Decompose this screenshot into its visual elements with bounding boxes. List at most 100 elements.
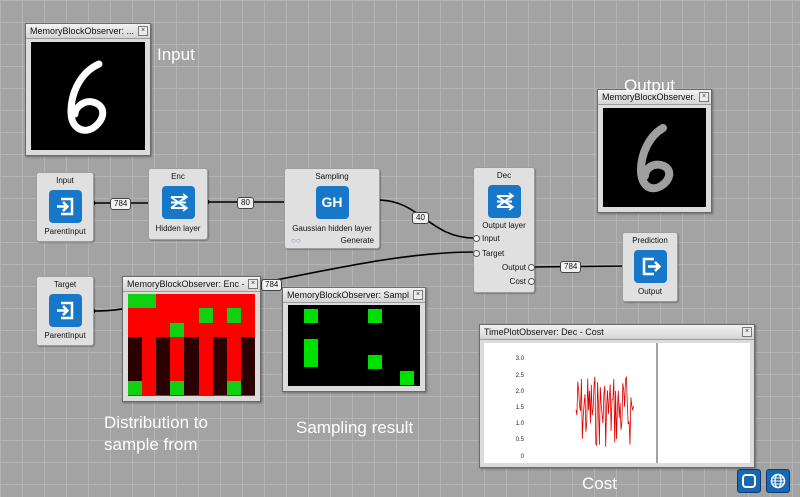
node-dec[interactable]: Dec Output layer Input Target Output Cos… [473, 167, 535, 293]
enc-cell [156, 351, 171, 367]
enc-cell [226, 351, 242, 367]
node-label: ParentInput [44, 331, 86, 340]
caption-output: Output [624, 76, 676, 95]
enc-cell [184, 322, 200, 338]
node-title: Sampling [315, 172, 349, 181]
close-icon[interactable]: × [413, 290, 423, 300]
edge-label-dec-prediction: 784 [560, 261, 582, 273]
sampling-result-grid [288, 305, 420, 386]
y-tick: 2.5 [516, 373, 525, 379]
enc-cell [212, 322, 228, 338]
enc-cell [212, 294, 228, 309]
y-tick: 2.0 [516, 389, 525, 395]
window-title: TimePlotObserver: Dec - Cost [484, 327, 604, 337]
caption-input: Input [157, 45, 195, 64]
sampling-observer-window[interactable]: MemoryBlockObserver: Sampli... × [282, 287, 426, 392]
input-image [31, 42, 145, 150]
enc-cell [142, 308, 157, 324]
node-title: Input [56, 176, 74, 185]
window-title: MemoryBlockObserver: Enc - ... [127, 279, 244, 289]
close-icon[interactable]: × [742, 327, 752, 337]
enc-cell [156, 308, 171, 324]
node-label: Output layer [482, 221, 526, 230]
port-input[interactable]: Input [473, 234, 500, 243]
enc-cell [198, 308, 214, 324]
generate-label: Generate [340, 236, 374, 245]
port-target[interactable]: Target [473, 249, 504, 258]
close-icon[interactable]: × [699, 92, 709, 102]
parent-input-icon [48, 190, 82, 223]
window-titlebar[interactable]: MemoryBlockObserver: ... × [26, 24, 150, 39]
enc-cell [212, 308, 228, 324]
enc-cell [142, 294, 157, 309]
node-prediction[interactable]: Prediction Output [622, 232, 678, 302]
enc-cell [170, 351, 185, 367]
node-enc[interactable]: Enc Hidden layer [148, 168, 208, 240]
window-titlebar[interactable]: MemoryBlockObserver: Sampli... × [283, 288, 425, 303]
enc-cell [198, 294, 214, 309]
enc-cell [198, 337, 214, 353]
node-label: Hidden layer [155, 224, 201, 233]
parent-input-icon [48, 294, 82, 327]
enc-cell [198, 366, 214, 382]
enc-cell [240, 351, 255, 367]
enc-cell [240, 322, 255, 338]
enc-cell [156, 380, 171, 396]
globe-button[interactable] [766, 469, 790, 493]
enc-cell [212, 366, 228, 382]
close-icon[interactable]: × [248, 279, 258, 289]
enc-activation-grid [128, 294, 255, 396]
caption-sampling: Sampling result [296, 418, 414, 437]
close-icon[interactable]: × [138, 26, 148, 36]
enc-cell [142, 322, 157, 338]
enc-cell [128, 322, 143, 338]
window-titlebar[interactable]: MemoryBlockObserver... × [598, 90, 711, 105]
enc-cell [240, 380, 255, 396]
edge-label-enc-sampling: 80 [237, 197, 254, 209]
enc-cell [142, 351, 157, 367]
enc-cell [240, 308, 255, 324]
output-observer-window[interactable]: MemoryBlockObserver... × [597, 89, 712, 213]
input-observer-window[interactable]: MemoryBlockObserver: ... × [25, 23, 151, 156]
node-input[interactable]: Input ParentInput [36, 172, 94, 242]
window-titlebar[interactable]: MemoryBlockObserver: Enc - ... × [123, 277, 260, 292]
node-label: Output [637, 287, 662, 296]
enc-cell [170, 366, 185, 382]
node-title: Dec [496, 171, 512, 180]
enc-cell [240, 294, 255, 309]
fullscreen-button[interactable] [737, 469, 761, 493]
node-sampling[interactable]: Sampling GH Gaussian hidden layer ○○ Gen… [284, 168, 380, 249]
sample-cell [368, 309, 382, 323]
enc-cell [212, 351, 228, 367]
caption-cost: Cost [582, 474, 617, 493]
node-title: Target [53, 280, 77, 289]
enc-cell [170, 294, 185, 309]
enc-cell [156, 322, 171, 338]
sample-cell [304, 309, 318, 323]
y-tick: 3.0 [516, 356, 525, 362]
enc-cell [212, 337, 228, 353]
window-title: MemoryBlockObserver: ... [30, 26, 134, 36]
window-titlebar[interactable]: TimePlotObserver: Dec - Cost × [480, 325, 754, 340]
enc-observer-window[interactable]: MemoryBlockObserver: Enc - ... × [122, 276, 261, 402]
enc-cell [142, 337, 157, 353]
node-title: Enc [171, 172, 185, 181]
port-output[interactable]: Output [502, 263, 535, 272]
enc-cell [184, 380, 200, 396]
enc-cell [198, 322, 214, 338]
enc-cell [170, 380, 185, 396]
enc-cell [198, 351, 214, 367]
enc-cell [212, 380, 228, 396]
sample-cell [368, 355, 382, 369]
edge-label-input-enc: 784 [110, 198, 132, 210]
window-title: MemoryBlockObserver: Sampli... [287, 290, 409, 300]
parent-output-icon [633, 250, 667, 283]
enc-cell [226, 322, 242, 338]
port-cost[interactable]: Cost [510, 277, 535, 286]
enc-cell [128, 366, 143, 382]
node-title: Prediction [632, 236, 668, 245]
sample-cell [400, 371, 414, 385]
node-target[interactable]: Target ParentInput [36, 276, 94, 346]
cost-plot-window[interactable]: TimePlotObserver: Dec - Cost × 3.0 2.5 2… [479, 324, 755, 468]
window-title: MemoryBlockObserver... [602, 92, 695, 102]
